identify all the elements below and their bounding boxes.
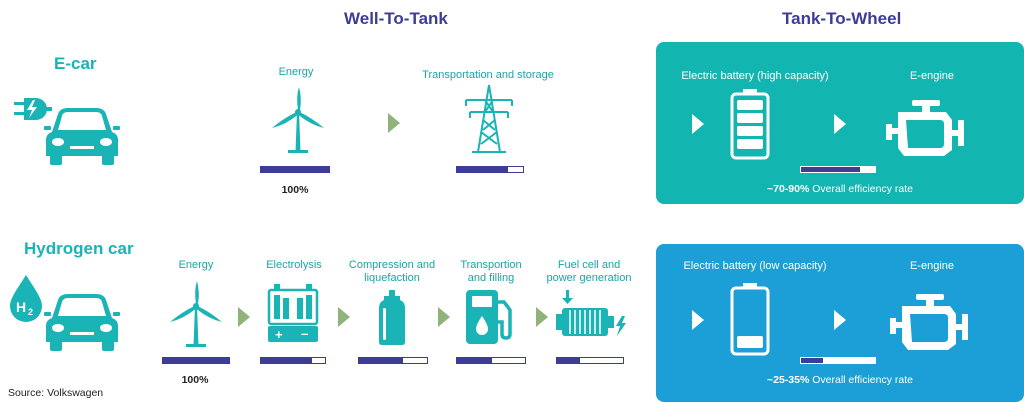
hcar-panel-bar xyxy=(800,357,876,364)
hcar-panel-arrow-2 xyxy=(834,310,846,330)
ecar-engine-label: E-engine xyxy=(909,70,955,82)
hcar-efficiency-rate: ~25-35% Overall efficiency rate xyxy=(766,374,913,386)
hcar-panel-arrow-1 xyxy=(692,310,704,330)
ecar-efficiency-rate: ~70-90% Overall efficiency rate xyxy=(766,183,913,195)
ecar-tank-to-wheel-panel: Electric battery (high capacity) E-engin… xyxy=(656,42,1024,204)
ecar-title: E-car xyxy=(54,54,97,73)
ecar-panel-arrow-2 xyxy=(834,114,846,134)
hcar-battery-label: Electric battery (low capacity) xyxy=(683,260,827,272)
plug-icon xyxy=(14,98,52,120)
hcar-arrow-1 xyxy=(238,307,250,327)
hcar-electrolysis-bar xyxy=(260,357,326,364)
hydrogen-car-icon xyxy=(44,294,120,351)
svg-text:2: 2 xyxy=(28,307,33,317)
power-pylon-icon xyxy=(465,84,513,153)
fuel-pump-icon xyxy=(466,290,512,344)
tank-to-wheel-header: Tank-To-Wheel xyxy=(782,9,902,28)
source-note: Source: Volkswagen xyxy=(8,387,104,399)
hcar-compression-bar xyxy=(358,357,428,364)
battery-low-icon xyxy=(730,283,770,356)
hcar-energy-percent: 100% xyxy=(181,374,209,386)
svg-text:–: – xyxy=(301,326,308,341)
ecar-transport-label: Transportation and storage xyxy=(422,69,554,81)
hcar-transport-bar xyxy=(456,357,526,364)
ecar-energy-label: Energy xyxy=(278,66,314,78)
ecar-energy-percent: 100% xyxy=(281,184,309,196)
well-to-tank-header: Well-To-Tank xyxy=(344,9,448,28)
fuel-cell-icon xyxy=(556,290,626,336)
gas-cylinder-icon xyxy=(379,290,405,345)
hcar-arrow-4 xyxy=(536,307,548,327)
battery-high-icon xyxy=(730,89,770,160)
wind-turbine-icon xyxy=(170,281,222,347)
hcar-energy-label: Energy xyxy=(178,259,214,271)
hcar-arrow-2 xyxy=(338,307,350,327)
hcar-electrolysis-label: Electrolysis xyxy=(266,259,322,271)
e-engine-icon xyxy=(890,294,968,350)
hcar-arrow-3 xyxy=(438,307,450,327)
ecar-car-icon xyxy=(44,108,120,165)
ecar-arrow-1 xyxy=(388,113,400,133)
ecar-battery-label: Electric battery (high capacity) xyxy=(681,70,829,82)
ecar-energy-bar xyxy=(260,166,330,173)
hcar-tank-to-wheel-panel: Electric battery (low capacity) E-engine… xyxy=(656,244,1024,402)
hcar-fuelcell-bar xyxy=(556,357,624,364)
ecar-transport-bar xyxy=(456,166,524,173)
hcar-energy-bar xyxy=(162,357,230,364)
svg-text:+: + xyxy=(275,327,283,342)
svg-text:H: H xyxy=(16,299,26,315)
e-engine-icon xyxy=(886,100,964,156)
hydrogen-car-title: Hydrogen car xyxy=(24,239,134,258)
wind-turbine-icon xyxy=(272,87,324,153)
ecar-panel-bar xyxy=(800,166,876,173)
h2-drop-icon: H 2 xyxy=(10,275,42,322)
ecar-panel-arrow-1 xyxy=(692,114,704,134)
electrolysis-icon: + – xyxy=(267,284,319,342)
hcar-engine-label: E-engine xyxy=(909,260,955,272)
